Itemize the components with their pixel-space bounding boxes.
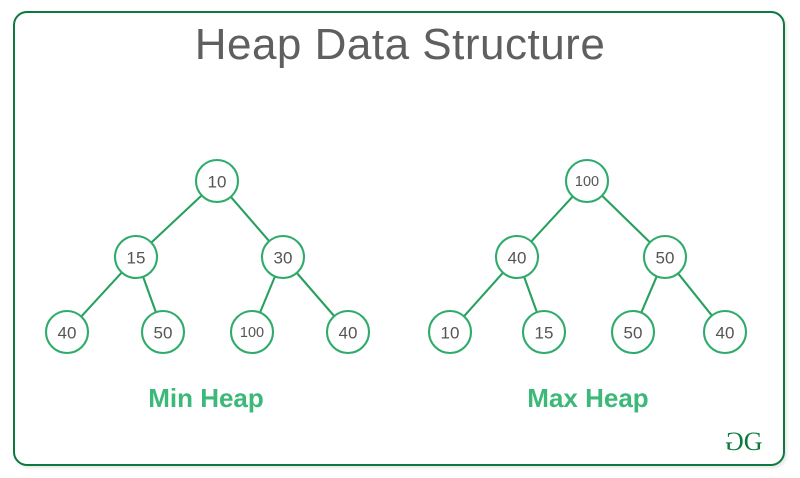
tree-edge	[640, 275, 658, 314]
tree-edge	[259, 275, 276, 314]
tree-node-circle[interactable]	[44, 309, 90, 355]
tree-node[interactable]: 40	[494, 234, 540, 280]
tree-node-circle[interactable]	[325, 309, 371, 355]
tree-node-label: 40	[339, 324, 358, 343]
tree-edge	[463, 271, 504, 318]
tree-node-label: 100	[240, 325, 264, 341]
tree-node-label: 50	[624, 324, 643, 343]
tree-edge	[80, 271, 123, 318]
tree-node-label: 10	[208, 173, 227, 192]
tree-node-circle[interactable]	[642, 234, 688, 280]
tree-edge	[296, 272, 335, 317]
tree-node[interactable]: 40	[44, 309, 90, 355]
tree-node-label: 100	[575, 174, 599, 190]
tree-node-label: 50	[154, 324, 173, 343]
tree-node[interactable]: 100	[229, 309, 275, 355]
tree-node-circle[interactable]	[564, 158, 610, 204]
geeksforgeeks-logo: GG	[726, 427, 770, 456]
tree-node-circle[interactable]	[113, 234, 159, 280]
logo-g-mirrored-icon: G	[726, 427, 744, 456]
tree-node-circle[interactable]	[229, 309, 275, 355]
tree-node-label: 40	[58, 324, 77, 343]
tree-node[interactable]: 50	[642, 234, 688, 280]
tree-caption-max-heap: Max Heap	[527, 383, 648, 413]
tree-edge	[677, 272, 713, 317]
tree-edge	[523, 276, 538, 313]
tree-node[interactable]: 15	[521, 309, 567, 355]
tree-node-circle[interactable]	[194, 158, 240, 204]
tree-node[interactable]: 10	[194, 158, 240, 204]
tree-node-circle[interactable]	[427, 309, 473, 355]
tree-node-label: 50	[656, 249, 675, 268]
tree-node-circle[interactable]	[610, 309, 656, 355]
page-title: Heap Data Structure	[194, 20, 606, 69]
tree-edge	[601, 194, 651, 244]
tree-node[interactable]: 10	[427, 309, 473, 355]
tree-edge	[230, 196, 270, 242]
tree-edge	[530, 195, 574, 243]
tree-node[interactable]: 30	[260, 234, 306, 280]
tree-node[interactable]: 40	[325, 309, 371, 355]
tree-edge	[142, 276, 157, 313]
tree-node-label: 40	[508, 249, 527, 268]
tree-node[interactable]: 15	[113, 234, 159, 280]
tree-node-label: 10	[441, 324, 460, 343]
tree-node-circle[interactable]	[521, 309, 567, 355]
tree-node[interactable]: 50	[140, 309, 186, 355]
tree-node[interactable]: 40	[702, 309, 748, 355]
tree-node-label: 15	[127, 249, 146, 268]
tree-node[interactable]: 100	[564, 158, 610, 204]
tree-node-circle[interactable]	[260, 234, 306, 280]
tree-edge	[150, 194, 203, 244]
tree-node[interactable]: 50	[610, 309, 656, 355]
tree-node-label: 40	[716, 324, 735, 343]
tree-caption-min-heap: Min Heap	[148, 383, 264, 413]
tree-node-label: 15	[535, 324, 554, 343]
tree-node-circle[interactable]	[702, 309, 748, 355]
tree-node-circle[interactable]	[494, 234, 540, 280]
tree-node-circle[interactable]	[140, 309, 186, 355]
tree-node-label: 30	[274, 249, 293, 268]
logo-g-icon: G	[743, 427, 763, 456]
